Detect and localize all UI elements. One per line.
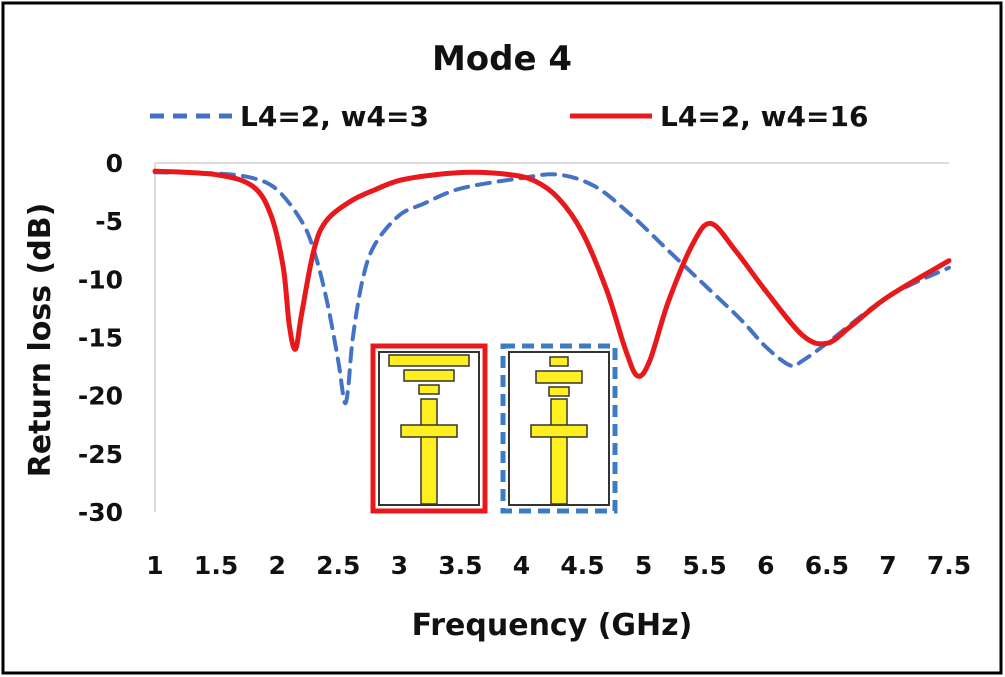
x-tick-label: 2 (268, 551, 285, 580)
x-tick-label: 4.5 (560, 551, 604, 580)
x-axis-title: Frequency (GHz) (412, 608, 693, 643)
antenna-patch-mid (403, 369, 455, 382)
legend-label-series-1: L4=2, w4=3 (240, 100, 429, 133)
y-tick-label: -30 (78, 498, 123, 527)
y-tick-label: 0 (106, 149, 123, 178)
antenna-patch-top (549, 356, 569, 367)
antenna-crossbar (530, 424, 588, 438)
series-line-1 (153, 170, 951, 406)
x-tick-label: 7.5 (927, 551, 971, 580)
x-tick-label: 1 (146, 551, 163, 580)
y-tick-label: -25 (78, 440, 123, 469)
antenna-inset-w3 (500, 343, 618, 514)
y-tick-labels: 0 -5 -10 -15 -20 -25 -30 (78, 149, 123, 527)
x-tick-label: 4 (513, 551, 530, 580)
antenna-inset-w16 (370, 343, 488, 514)
antenna-patch-mid (535, 370, 583, 384)
chart-title: Mode 4 (432, 39, 572, 79)
x-tick-labels: 1 1.5 2 2.5 3 3.5 4 4.5 5 5.5 6 6.5 7 7.5 (146, 551, 971, 580)
series-line-2 (152, 168, 952, 379)
x-tick-label: 3.5 (438, 551, 482, 580)
x-tick-label: 6 (757, 551, 774, 580)
y-tick-label: -5 (95, 207, 123, 236)
antenna-feed-stem (550, 398, 568, 505)
x-tick-label: 1.5 (194, 551, 238, 580)
y-tick-label: -20 (78, 382, 123, 411)
antenna-patch-small (418, 384, 440, 395)
antenna-patch-top (388, 354, 470, 367)
antenna-feed-stem (420, 398, 438, 505)
x-tick-label: 2.5 (316, 551, 360, 580)
x-tick-label: 3 (391, 551, 408, 580)
x-tick-label: 6.5 (805, 551, 849, 580)
legend: L4=2, w4=3 L4=2, w4=16 (150, 100, 868, 133)
x-tick-label: 5.5 (683, 551, 727, 580)
y-tick-label: -10 (78, 265, 123, 294)
antenna-patch-small (548, 386, 570, 397)
x-tick-label: 7 (879, 551, 896, 580)
antenna-crossbar (400, 424, 458, 438)
y-tick-label: -15 (78, 324, 123, 353)
legend-label-series-2: L4=2, w4=16 (660, 100, 868, 133)
y-axis-title: Return loss (dB) (23, 203, 58, 478)
series-layer (152, 168, 952, 406)
x-tick-label: 5 (635, 551, 652, 580)
